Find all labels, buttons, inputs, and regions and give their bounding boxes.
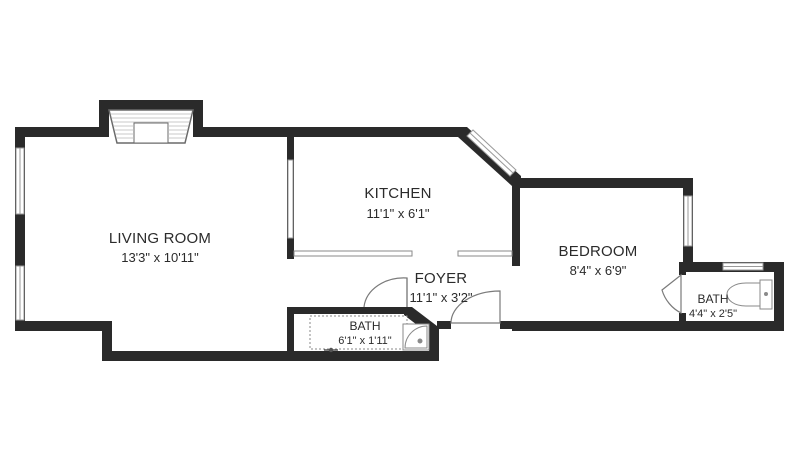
label-living-room: LIVING ROOM (109, 230, 211, 247)
label-foyer: FOYER (415, 270, 468, 287)
dims-foyer: 11'1" x 3'2" (409, 290, 472, 305)
wall-bath1-right (429, 326, 439, 361)
label-bath-1: BATH (349, 319, 380, 333)
wall-living-bath (287, 307, 294, 361)
wall-chimney-right (193, 100, 203, 137)
wall-living-top-left (15, 127, 101, 137)
wall-bath2-right (774, 262, 784, 331)
kitchen-counter-right (457, 250, 513, 257)
wall-living-left (15, 127, 25, 331)
bath2-toilet (726, 282, 763, 307)
room-labels: LIVING ROOM 13'3" x 10'11" KITCHEN 11'1"… (109, 185, 737, 347)
wall-kitchen-right (512, 176, 520, 266)
fixtures (309, 279, 773, 353)
label-kitchen: KITCHEN (364, 185, 431, 202)
window-kitchen-left (287, 159, 294, 239)
fireplace (108, 109, 194, 144)
wall-chimney-left (99, 100, 109, 137)
kitchen-counters (293, 250, 513, 257)
dims-bath-1: 6'1" x 1'11" (338, 335, 391, 347)
wall-chimney-top (99, 100, 203, 110)
label-bath-2: BATH (697, 292, 728, 306)
door-bath2-swing (661, 273, 682, 314)
wall-top-main (193, 127, 463, 137)
wall-bath1-top (287, 307, 407, 314)
doors (363, 273, 682, 324)
door-entry-swing (450, 290, 501, 324)
wall-bedroom-top (512, 178, 693, 188)
wall-living-bottom-left (15, 321, 112, 331)
dims-living-room: 13'3" x 10'11" (121, 250, 199, 265)
wall-living-notch (102, 321, 112, 361)
door-bath1-swing (363, 277, 408, 308)
wall-bedroom-bottom (512, 321, 784, 331)
dims-bath-2: 4'4" x 2'5" (689, 308, 737, 320)
wall-bedroom-bath-divider (679, 262, 686, 275)
label-bedroom: BEDROOM (559, 243, 638, 260)
wall-foyer-bottom-left (437, 321, 451, 329)
wall-bottom-main (102, 351, 439, 361)
kitchen-counter-left (293, 250, 413, 257)
dims-bedroom: 8'4" x 6'9" (570, 263, 627, 278)
wall-foyer-bottom-right (500, 321, 522, 329)
windows (15, 129, 764, 321)
dims-kitchen: 11'1" x 6'1" (366, 206, 429, 221)
wall-bedroom-bath-divider-low (679, 313, 686, 325)
